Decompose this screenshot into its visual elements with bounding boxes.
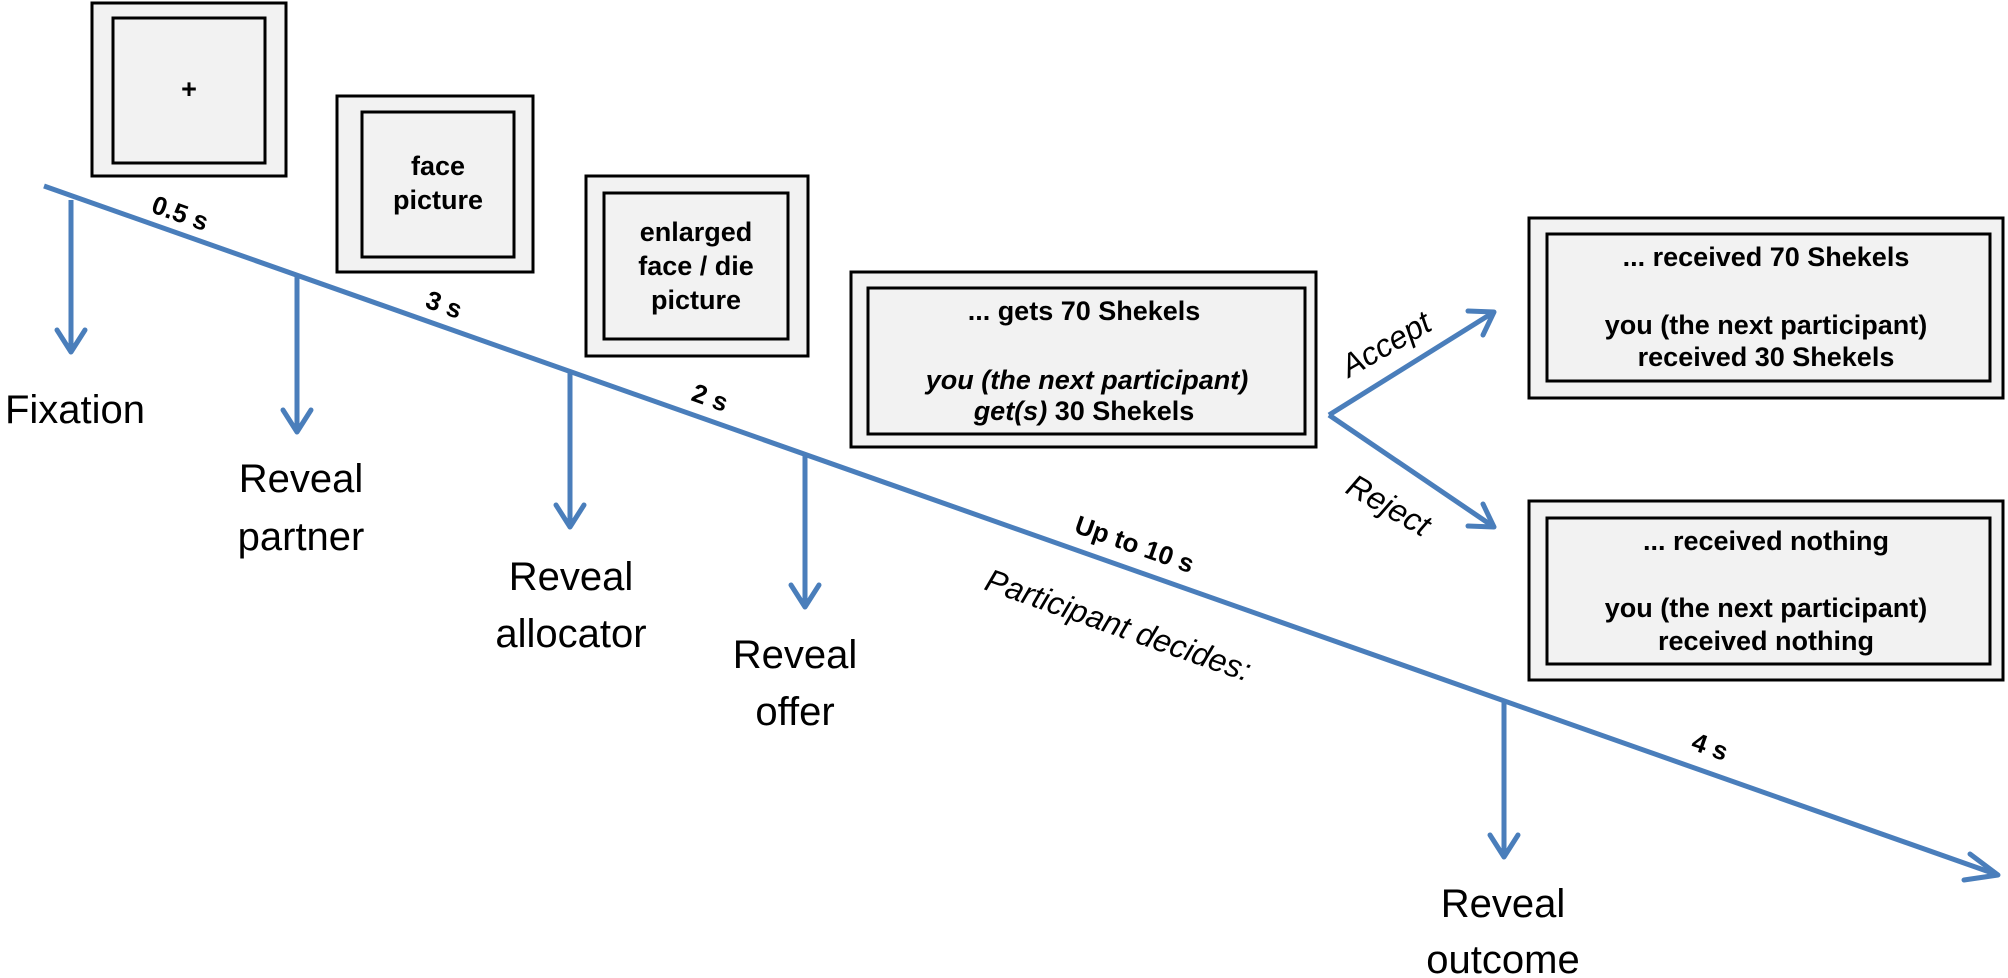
participant-decides-label: Participant decides: xyxy=(981,562,1256,689)
allocator-screen-line-2: face / die xyxy=(638,251,754,281)
event-label-reveal-allocator-1: Reveal xyxy=(509,555,634,599)
reject-outcome-line-3: received nothing xyxy=(1658,626,1874,656)
event-label-reveal-partner-1: Reveal xyxy=(239,457,364,501)
duration-outcome: 4 s xyxy=(1688,726,1732,766)
event-arrow-fixation xyxy=(54,200,88,355)
offer-screen-line-3-amount: 30 Shekels xyxy=(1047,396,1194,426)
screen-partner: face picture xyxy=(335,94,535,274)
screen-reject-outcome: ... received nothing you (the next parti… xyxy=(1527,499,2005,682)
fixation-cross: + xyxy=(181,74,197,104)
event-label-reveal-offer-2: offer xyxy=(755,690,834,734)
timeline-arrowhead xyxy=(1961,851,2001,883)
event-arrow-reveal-offer xyxy=(788,454,822,610)
duration-allocator: 2 s xyxy=(688,377,732,417)
event-label-fixation: Fixation xyxy=(5,388,145,432)
allocator-screen-line-3: picture xyxy=(651,285,741,315)
accept-outcome-line-3: received 30 Shekels xyxy=(1638,342,1895,372)
offer-screen-line-3: get(s) 30 Shekels xyxy=(973,396,1195,426)
duration-partner: 3 s xyxy=(422,284,466,324)
event-label-reveal-offer-1: Reveal xyxy=(733,633,858,677)
accept-outcome-line-2: you (the next participant) xyxy=(1605,310,1928,340)
partner-screen-line-1: face xyxy=(411,151,465,181)
accept-outcome-line-1: ... received 70 Shekels xyxy=(1623,242,1910,272)
event-arrow-reveal-allocator xyxy=(553,372,587,530)
event-label-reveal-allocator-2: allocator xyxy=(495,612,646,656)
timeline-axis xyxy=(43,183,1999,878)
offer-screen-line-2: you (the next participant) xyxy=(924,365,1249,395)
partner-screen-line-2: picture xyxy=(393,185,483,215)
accept-branch-arrow xyxy=(1327,308,1497,418)
event-label-reveal-outcome-1: Reveal xyxy=(1441,882,1566,926)
screen-accept-outcome: ... received 70 Shekels you (the next pa… xyxy=(1527,216,2005,400)
duration-fixation: 0.5 s xyxy=(148,189,213,237)
offer-screen-line-1: ... gets 70 Shekels xyxy=(968,296,1201,326)
offer-screen-line-3-verb: get(s) xyxy=(973,396,1048,426)
screen-offer: ... gets 70 Shekels you (the next partic… xyxy=(849,270,1318,449)
reject-outcome-line-2: you (the next participant) xyxy=(1605,593,1928,623)
reject-branch-arrow xyxy=(1327,412,1497,530)
screen-fixation: + xyxy=(90,1,288,178)
reject-outcome-line-1: ... received nothing xyxy=(1643,526,1889,556)
event-label-reveal-partner-2: partner xyxy=(238,515,365,559)
allocator-screen-line-1: enlarged xyxy=(640,217,753,247)
screen-allocator: enlarged face / die picture xyxy=(584,174,810,358)
event-arrow-reveal-outcome xyxy=(1487,702,1521,860)
event-label-reveal-outcome-2: outcome xyxy=(1426,938,1579,978)
accept-label: Accept xyxy=(1333,303,1438,385)
event-arrow-reveal-partner xyxy=(280,277,314,435)
